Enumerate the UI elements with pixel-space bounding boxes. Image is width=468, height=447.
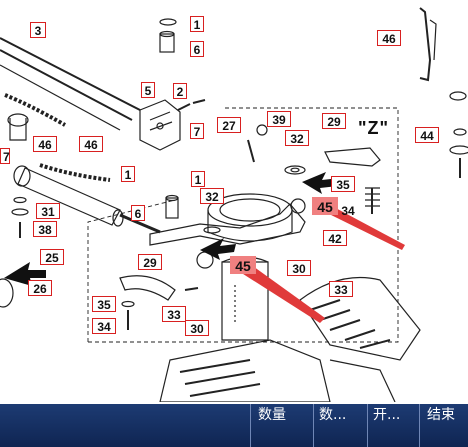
callout-1[interactable]: 1: [191, 171, 205, 187]
column-header-end[interactable]: 结束: [427, 407, 455, 423]
callout-44[interactable]: 44: [415, 127, 439, 143]
callout-27[interactable]: 27: [217, 117, 241, 133]
callout-30[interactable]: 30: [287, 260, 311, 276]
callout-7[interactable]: 7: [0, 148, 10, 164]
callout-33[interactable]: 33: [329, 281, 353, 297]
callout-29[interactable]: 29: [138, 254, 162, 270]
callout-6[interactable]: 6: [190, 41, 204, 57]
column-divider[interactable]: [419, 404, 420, 447]
column-header-count[interactable]: 数...: [319, 407, 347, 423]
callout-32[interactable]: 32: [285, 130, 309, 146]
callout-34[interactable]: 34: [341, 204, 355, 218]
callout-42[interactable]: 42: [323, 230, 347, 246]
column-header-blank[interactable]: [6, 404, 246, 438]
callout-2[interactable]: 2: [173, 83, 187, 99]
callout-45-highlighted[interactable]: 45: [230, 256, 256, 274]
diagram-drawing: [0, 7, 468, 403]
callout-31[interactable]: 31: [36, 203, 60, 219]
callout-3[interactable]: 3: [30, 22, 46, 38]
callout-46[interactable]: 46: [79, 136, 103, 152]
callout-39[interactable]: 39: [267, 111, 291, 127]
callout-5[interactable]: 5: [141, 82, 155, 98]
callout-29[interactable]: 29: [322, 113, 346, 129]
callout-45-highlighted[interactable]: 45: [312, 197, 338, 215]
column-divider[interactable]: [250, 404, 251, 447]
callout-26[interactable]: 26: [28, 280, 52, 296]
callout-7[interactable]: 7: [190, 123, 204, 139]
view-z-label: "Z": [358, 118, 390, 138]
column-header-start[interactable]: 开...: [373, 407, 401, 423]
callout-1[interactable]: 1: [190, 16, 204, 32]
callout-1[interactable]: 1: [121, 166, 135, 182]
callout-46[interactable]: 46: [377, 30, 401, 46]
callout-25[interactable]: 25: [40, 249, 64, 265]
parts-table-header: 数量 数... 开... 结束: [0, 404, 468, 447]
column-divider[interactable]: [367, 404, 368, 447]
callout-6[interactable]: 6: [131, 205, 145, 221]
callout-46[interactable]: 46: [33, 136, 57, 152]
column-header-quantity[interactable]: 数量: [258, 407, 286, 423]
callout-33[interactable]: 33: [162, 306, 186, 322]
callout-35[interactable]: 35: [92, 296, 116, 312]
exploded-parts-diagram: "Z" 1 6 3 46 5 2 7 46 7 46 1 1 27 39 32 …: [0, 7, 468, 403]
callout-32[interactable]: 32: [200, 188, 224, 204]
callout-34[interactable]: 34: [92, 318, 116, 334]
callout-30[interactable]: 30: [185, 320, 209, 336]
callout-38[interactable]: 38: [33, 221, 57, 237]
callout-35[interactable]: 35: [331, 176, 355, 192]
column-divider[interactable]: [313, 404, 314, 447]
